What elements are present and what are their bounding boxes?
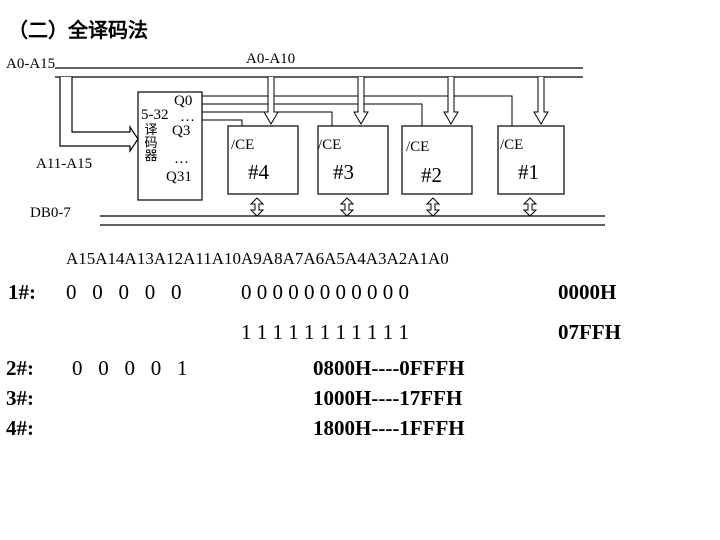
- address-bits-header: A15A14A13A12A11A10A9A8A7A6A5A4A3A2A1A0: [66, 249, 449, 268]
- chip-3-ce: /CE: [318, 137, 342, 153]
- address-bus-label: A0-A15: [6, 56, 56, 72]
- decoder-ellipsis-1: …: [180, 109, 195, 125]
- chip-4-id: #4: [248, 160, 269, 184]
- row-1-high-bits: 0 0 0 0 0: [66, 280, 182, 304]
- data-bus-arrows: [249, 197, 538, 217]
- chip-2-box: [401, 125, 473, 195]
- decoder-out-q0: Q0: [174, 93, 193, 109]
- decoder-type: 5-32: [141, 107, 169, 123]
- q0-wire: [202, 95, 513, 126]
- chip-4-ce: /CE: [231, 137, 255, 153]
- decoder-box: [137, 91, 203, 201]
- row-2-range: 0800H----0FFFH: [313, 356, 465, 380]
- row-3-range: 1000H----17FFH: [313, 386, 463, 410]
- low-address-label: A0-A10: [246, 51, 296, 67]
- chip-3-box: [317, 125, 389, 195]
- decoder-ellipsis-2: …: [174, 151, 189, 167]
- row-3-label: 3#:: [6, 386, 34, 410]
- row-1-hex: 0000H: [558, 280, 617, 304]
- chip-3-id: #3: [333, 160, 354, 184]
- row-4-label: 4#:: [6, 416, 34, 440]
- chip-2-id: #2: [421, 163, 442, 187]
- chip-address-arrows: [263, 77, 549, 125]
- chip-1-box: [497, 125, 565, 195]
- row-2-label: 2#:: [6, 356, 34, 380]
- decoder-char-3: 器: [144, 149, 158, 164]
- decoder-char-1: 译: [144, 123, 158, 138]
- row-1-low-bits: 0 0 0 0 0 0 0 0 0 0 0: [241, 280, 409, 304]
- q3-wire: [202, 119, 243, 126]
- row-4-range: 1800H----1FFFH: [313, 416, 465, 440]
- decoder-char-2: 码: [144, 136, 158, 151]
- data-bus-label: DB0-7: [30, 205, 71, 221]
- high-address-arrow: [59, 77, 139, 153]
- decoder-out-q31: Q31: [166, 169, 192, 185]
- row-1-label: 1#:: [8, 280, 36, 304]
- q1-wire: [202, 103, 423, 126]
- row-1b-hex: 07FFH: [558, 320, 621, 344]
- q2-wire: [202, 111, 333, 126]
- row-2-high-bits: 0 0 0 0 1: [72, 356, 188, 380]
- chip-1-ce: /CE: [500, 137, 524, 153]
- row-1b-low-bits: 1 1 1 1 1 1 1 1 1 1 1: [241, 320, 409, 344]
- decoder-out-q3: Q3: [172, 123, 191, 139]
- chip-4-box: [227, 125, 299, 195]
- chip-1-id: #1: [518, 160, 539, 184]
- page-title: （二）全译码法: [8, 18, 148, 42]
- high-address-label: A11-A15: [36, 156, 93, 172]
- chip-2-ce: /CE: [406, 139, 430, 155]
